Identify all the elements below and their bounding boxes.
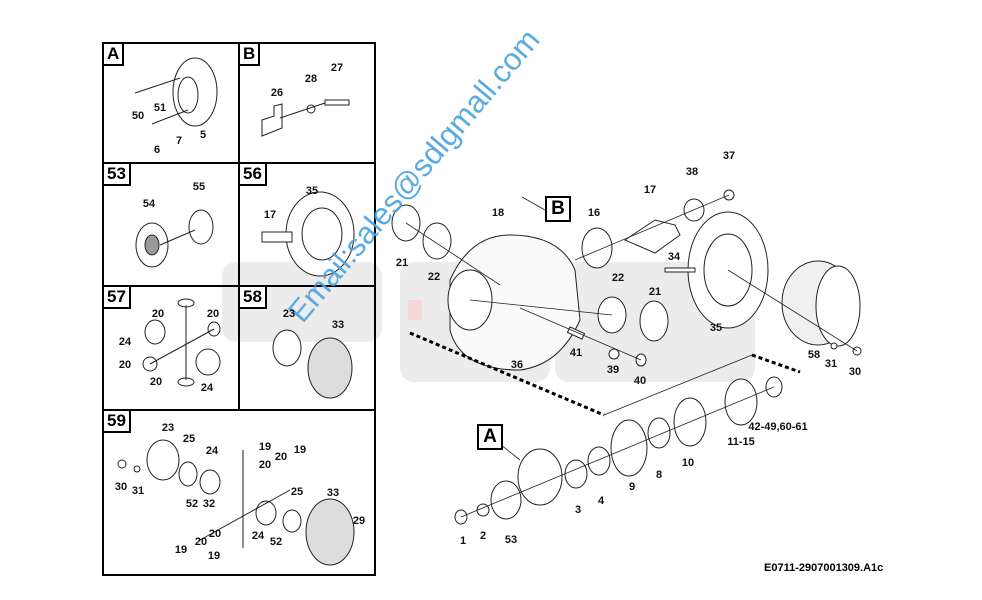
part-label: 26 — [270, 87, 284, 99]
part-label: 33 — [326, 487, 340, 499]
part-label: 9 — [628, 481, 636, 493]
part-label: 19 — [293, 444, 307, 456]
part-label: 22 — [427, 271, 441, 283]
callout-b: B — [545, 196, 571, 222]
part-label: 20 — [208, 528, 222, 540]
part-label: 24 — [118, 336, 132, 348]
part-label: 30 — [848, 366, 862, 378]
part-label: 19 — [174, 544, 188, 556]
part-label: 34 — [667, 251, 681, 263]
part-label: 18 — [491, 207, 505, 219]
part-label: 20 — [151, 308, 165, 320]
part-label: 20 — [274, 451, 288, 463]
part-label: 35 — [709, 322, 723, 334]
part-label: 8 — [655, 469, 663, 481]
part-label: 22 — [611, 272, 625, 284]
part-label: 50 — [131, 110, 145, 122]
part-label: 42-49,60-61 — [748, 421, 808, 433]
panel-tag-53: 53 — [104, 164, 131, 186]
part-label: 23 — [282, 308, 296, 320]
part-label: 32 — [202, 498, 216, 510]
part-label: 4 — [597, 495, 605, 507]
part-label: 28 — [304, 73, 318, 85]
part-label: 58 — [807, 349, 821, 361]
panel-tag-59: 59 — [104, 411, 131, 433]
part-label: 54 — [142, 198, 156, 210]
drawing-code: E0711-2907001309.A1c — [764, 562, 884, 574]
part-label: 33 — [331, 319, 345, 331]
part-label: 37 — [722, 150, 736, 162]
part-label: 41 — [569, 347, 583, 359]
part-label: 19 — [207, 550, 221, 562]
part-label: 40 — [633, 375, 647, 387]
part-label: 36 — [510, 359, 524, 371]
part-label: 25 — [290, 486, 304, 498]
part-label: 21 — [648, 286, 662, 298]
part-label: 16 — [587, 207, 601, 219]
part-label: 23 — [161, 422, 175, 434]
part-label: 10 — [681, 457, 695, 469]
part-label: 31 — [131, 485, 145, 497]
panel-tag-a: A — [104, 44, 125, 66]
part-label: 52 — [185, 498, 199, 510]
part-label: 39 — [606, 364, 620, 376]
part-label: 52 — [269, 536, 283, 548]
part-label: 35 — [305, 185, 319, 197]
part-label: 53 — [504, 534, 518, 546]
part-label: 20 — [118, 359, 132, 371]
part-label: 20 — [194, 536, 208, 548]
panel-tag-58: 58 — [240, 287, 267, 309]
part-label: 6 — [153, 144, 161, 156]
part-label: 19 — [258, 441, 272, 453]
part-label: 20 — [258, 459, 272, 471]
part-label: 20 — [206, 308, 220, 320]
part-label: 24 — [200, 382, 214, 394]
part-label: 27 — [330, 62, 344, 74]
part-label: 30 — [114, 481, 128, 493]
part-label: 25 — [182, 433, 196, 445]
panel-tag-57: 57 — [104, 287, 131, 309]
part-label: 11-15 — [727, 436, 755, 448]
part-label: 17 — [643, 184, 657, 196]
panel-tag-b: B — [240, 44, 261, 66]
part-label: 29 — [352, 515, 366, 527]
part-label: 51 — [153, 102, 167, 114]
panel-grid — [102, 42, 376, 576]
part-label: 24 — [251, 530, 265, 542]
part-label: 7 — [175, 135, 183, 147]
panel-tag-56: 56 — [240, 164, 267, 186]
part-label: 3 — [574, 504, 582, 516]
part-label: 38 — [685, 166, 699, 178]
part-label: 20 — [149, 376, 163, 388]
part-label: 2 — [479, 530, 487, 542]
part-label: 1 — [459, 535, 467, 547]
part-label: 31 — [824, 358, 838, 370]
dashed-assembly-line — [409, 331, 801, 417]
part-label: 17 — [263, 209, 277, 221]
part-label: 21 — [395, 257, 409, 269]
part-label: 5 — [199, 129, 207, 141]
callout-a: A — [477, 424, 503, 450]
part-label: 55 — [192, 181, 206, 193]
part-label: 24 — [205, 445, 219, 457]
